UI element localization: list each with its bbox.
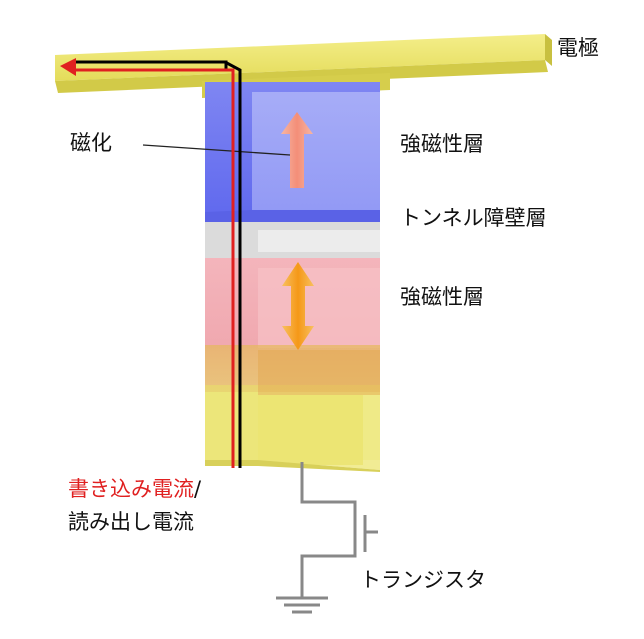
label-ferromagnetic-top: 強磁性層 — [400, 132, 484, 156]
label-write-current: 書き込み電流/ — [68, 479, 201, 500]
write-current-text: 書き込み電流 — [68, 477, 194, 501]
ground-icon — [276, 596, 328, 614]
fixed-magnetization-arrow — [281, 112, 313, 188]
transistor-wiring — [300, 462, 378, 598]
label-electrode: 電極 — [557, 36, 599, 60]
label-separator: / — [194, 477, 202, 501]
magnetization-leader-line — [142, 144, 291, 156]
transistor-icon — [350, 518, 370, 552]
current-arrowhead-icon — [60, 58, 76, 76]
read-current-path — [75, 60, 242, 468]
tunnel-barrier-layer — [205, 222, 380, 258]
write-current-path — [60, 58, 235, 468]
free-magnetization-arrow — [282, 262, 314, 350]
bottom-electrode — [205, 385, 380, 472]
label-tunnel-barrier: トンネル障壁層 — [400, 206, 547, 230]
label-ferromagnetic-bottom: 強磁性層 — [400, 285, 484, 309]
label-magnetization: 磁化 — [70, 131, 112, 155]
label-read-current: 読み出し電流 — [68, 510, 194, 534]
label-transistor: トランジスタ — [360, 568, 486, 592]
